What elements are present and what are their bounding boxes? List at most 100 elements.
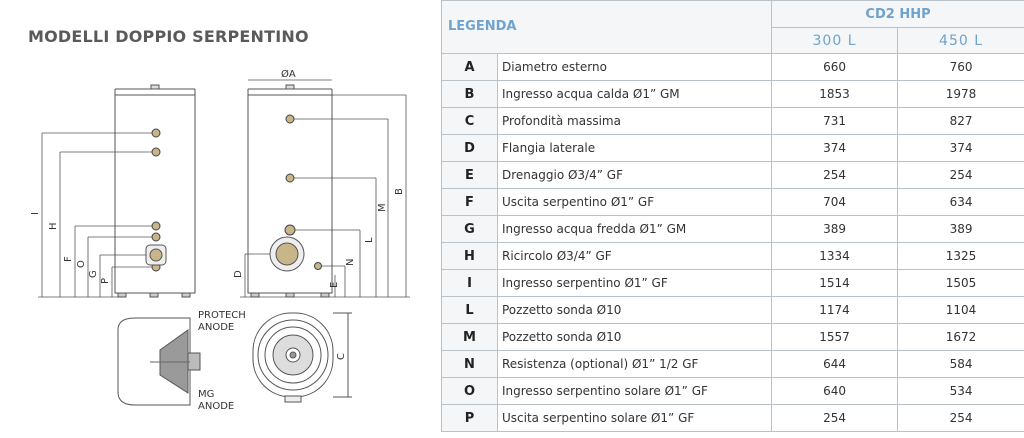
- row-value-300l: 640: [771, 377, 899, 405]
- row-key: G: [441, 215, 498, 243]
- column-header-300l: 300 L: [771, 27, 899, 54]
- row-description: Ingresso acqua calda Ø1” GM: [496, 80, 773, 108]
- row-value-300l: 704: [771, 188, 899, 216]
- row-key: F: [441, 188, 498, 216]
- dim-label-i: I: [30, 212, 41, 215]
- mg-anode-label: MG: [198, 389, 214, 400]
- row-key: O: [441, 377, 498, 405]
- anode-side-view: [117, 317, 201, 406]
- row-value-450l: 374: [897, 134, 1024, 162]
- row-key: E: [441, 161, 498, 189]
- dim-label-f: F: [63, 256, 74, 262]
- right-dimension-lines: [240, 79, 410, 298]
- row-value-300l: 1174: [771, 296, 899, 324]
- row-value-300l: 731: [771, 107, 899, 135]
- row-value-300l: 254: [771, 404, 899, 432]
- section-title: MODELLI DOPPIO SERPENTINO: [28, 27, 309, 46]
- mg-anode-label-2: ANODE: [198, 401, 234, 412]
- row-value-450l: 760: [897, 53, 1024, 81]
- row-key: A: [441, 53, 498, 81]
- dim-label-m: M: [377, 203, 388, 212]
- row-key: B: [441, 80, 498, 108]
- dim-label-n: N: [345, 259, 356, 266]
- dim-label-o: O: [76, 260, 87, 268]
- row-value-450l: 1505: [897, 269, 1024, 297]
- dim-label-d: D: [233, 270, 244, 278]
- row-description: Pozzetto sonda Ø10: [496, 323, 773, 351]
- row-value-300l: 1334: [771, 242, 899, 270]
- row-description: Uscita serpentino Ø1” GF: [496, 188, 773, 216]
- row-value-300l: 1853: [771, 80, 899, 108]
- row-value-300l: 1514: [771, 269, 899, 297]
- row-key: N: [441, 350, 498, 378]
- row-value-450l: 389: [897, 215, 1024, 243]
- row-key: P: [441, 404, 498, 432]
- row-description: Flangia laterale: [496, 134, 773, 162]
- row-description: Resistenza (optional) Ø1” 1/2 GF: [496, 350, 773, 378]
- row-value-450l: 584: [897, 350, 1024, 378]
- protech-anode-label: PROTECH: [198, 310, 246, 321]
- tank-front-view: [114, 84, 196, 298]
- row-key: I: [441, 269, 498, 297]
- row-key: L: [441, 296, 498, 324]
- dim-label-p: P: [100, 278, 111, 284]
- legend-header: LEGENDA: [440, 0, 773, 54]
- row-description: Ingresso serpentino Ø1” GF: [496, 269, 773, 297]
- row-key: D: [441, 134, 498, 162]
- left-dimension-labels: I H F O G P: [30, 212, 111, 284]
- row-value-300l: 254: [771, 161, 899, 189]
- protech-anode-label-2: ANODE: [198, 322, 234, 333]
- row-value-450l: 1978: [897, 80, 1024, 108]
- row-value-450l: 1104: [897, 296, 1024, 324]
- row-description: Ingresso serpentino solare Ø1” GF: [496, 377, 773, 405]
- technical-drawing: I H F O G P ØA: [30, 68, 410, 412]
- dim-label-h: H: [48, 222, 59, 230]
- tank-side-view: [247, 84, 333, 298]
- row-value-300l: 389: [771, 215, 899, 243]
- left-dimension-lines: [38, 132, 152, 298]
- row-value-450l: 634: [897, 188, 1024, 216]
- row-description: Pozzetto sonda Ø10: [496, 296, 773, 324]
- dim-label-b: B: [394, 188, 405, 195]
- anode-labels: PROTECH ANODE MG ANODE: [198, 310, 246, 412]
- row-value-450l: 534: [897, 377, 1024, 405]
- model-group-header: CD2 HHP: [771, 0, 1024, 28]
- row-description: Diametro esterno: [496, 53, 773, 81]
- row-value-450l: 254: [897, 404, 1024, 432]
- row-description: Ingresso acqua fredda Ø1” GM: [496, 215, 773, 243]
- row-key: C: [441, 107, 498, 135]
- row-value-300l: 660: [771, 53, 899, 81]
- dim-label-e: E: [329, 282, 340, 288]
- row-key: M: [441, 323, 498, 351]
- row-value-450l: 254: [897, 161, 1024, 189]
- dim-label-g: G: [88, 270, 99, 278]
- row-description: Profondità massima: [496, 107, 773, 135]
- right-dimension-labels: ØA D E N L M B: [233, 68, 405, 288]
- column-header-450l: 450 L: [897, 27, 1024, 54]
- row-description: Uscita serpentino solare Ø1” GF: [496, 404, 773, 432]
- row-value-450l: 827: [897, 107, 1024, 135]
- dim-label-a: ØA: [281, 68, 296, 80]
- tank-top-view: [252, 312, 352, 403]
- row-value-300l: 1557: [771, 323, 899, 351]
- row-description: Drenaggio Ø3/4” GF: [496, 161, 773, 189]
- row-key: H: [441, 242, 498, 270]
- row-value-450l: 1672: [897, 323, 1024, 351]
- dim-label-c: C: [336, 353, 347, 360]
